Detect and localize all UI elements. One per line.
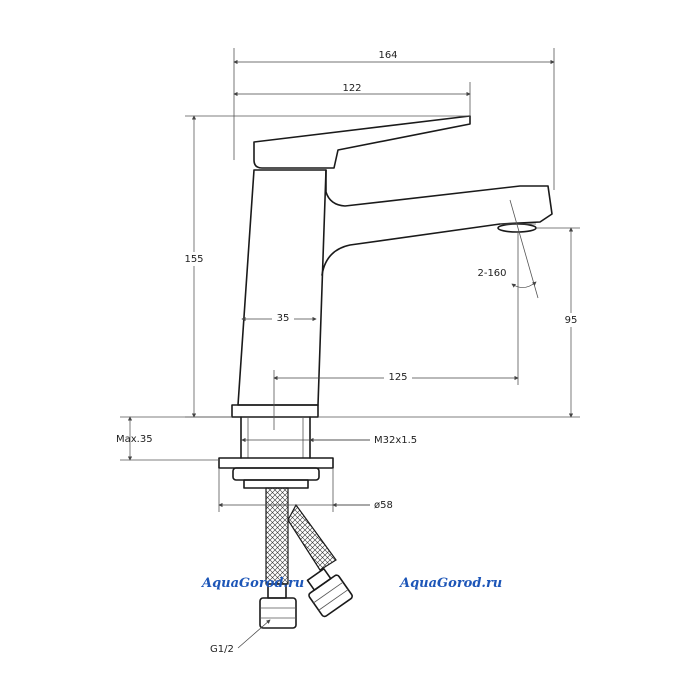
handle-lever: [253, 115, 471, 169]
dimension-max-thickness: Max.35: [116, 416, 232, 461]
watermark-left: AquaGorod.ru: [200, 576, 304, 591]
dimension-height: 155: [182, 115, 470, 418]
dim-label-164: 164: [378, 50, 397, 61]
dimension-swivel-angle: 2-160: [477, 199, 539, 299]
dim-label-155: 155: [184, 254, 203, 265]
spout: [321, 169, 553, 276]
mounting-stud: [240, 416, 311, 459]
watermark-right: AquaGorod.ru: [398, 576, 502, 591]
flexible-hoses: [259, 487, 353, 629]
dim-label-g12: G1/2: [210, 644, 234, 655]
dimension-spout-reach: 122: [233, 82, 471, 116]
dimension-flange-diameter: ø58: [218, 468, 393, 512]
dim-label-95: 95: [565, 315, 578, 326]
dim-label-125: 125: [388, 372, 407, 383]
dim-label-122: 122: [342, 83, 361, 94]
dimension-hose-thread: G1/2: [210, 619, 271, 655]
dim-label-m32x15: M32x1.5: [374, 435, 417, 446]
dim-label-35: 35: [277, 313, 290, 324]
dimension-thread: M32x1.5: [241, 435, 417, 446]
dimension-spout-height: 95: [318, 227, 584, 418]
dim-label-58: ø58: [374, 500, 393, 511]
dimension-total-length: 164: [233, 48, 555, 190]
dim-label-2-160: 2-160: [477, 268, 506, 279]
mounting-flange: [218, 457, 334, 489]
dimension-aerator-offset: 125: [273, 232, 519, 385]
dimension-body-width: 35: [241, 311, 317, 430]
faucet-body: [231, 169, 327, 418]
dim-label-max35: Max.35: [116, 434, 153, 445]
